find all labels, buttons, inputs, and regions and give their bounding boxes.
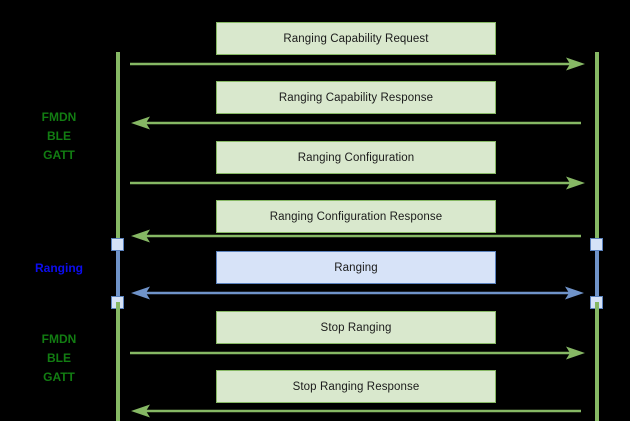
phase-label-fmdn-ble-gatt-bottom: FMDN BLE GATT xyxy=(14,330,104,387)
message-box: Ranging Capability Response xyxy=(216,81,496,114)
message-label: Ranging Configuration Response xyxy=(269,210,443,223)
phase-label-line-3: GATT xyxy=(43,370,75,384)
phase-label-fmdn-ble-gatt-top: FMDN BLE GATT xyxy=(14,108,104,165)
lifeline-left-activation xyxy=(116,244,120,302)
message-label: Ranging Capability Response xyxy=(278,91,434,104)
message-arrow-right xyxy=(130,56,585,72)
activation-node-right-start xyxy=(590,238,603,251)
message-box-ranging: Ranging xyxy=(216,251,496,284)
message-label: Ranging Capability Request xyxy=(283,32,429,45)
message-label: Stop Ranging xyxy=(320,321,392,334)
lifeline-right-lower xyxy=(595,302,599,421)
phase-label-ranging-text: Ranging xyxy=(35,261,83,275)
message-arrow-left xyxy=(131,115,581,131)
message-arrow-bidirectional xyxy=(131,285,584,301)
lifeline-right-upper xyxy=(595,52,599,244)
message-box: Ranging Configuration xyxy=(216,141,496,174)
message-box: Stop Ranging xyxy=(216,311,496,344)
message-label: Stop Ranging Response xyxy=(292,380,420,393)
activation-node-left-start xyxy=(111,238,124,251)
message-label: Ranging xyxy=(334,261,378,274)
message-arrow-left xyxy=(131,403,581,419)
phase-label-line-2: BLE xyxy=(47,129,71,143)
message-box: Ranging Configuration Response xyxy=(216,200,496,233)
phase-label-line-1: FMDN xyxy=(41,332,77,346)
message-label: Ranging Configuration xyxy=(297,151,415,164)
message-arrow-right xyxy=(130,345,585,361)
phase-label-line-1: FMDN xyxy=(41,110,77,124)
message-box: Ranging Capability Request xyxy=(216,22,496,55)
phase-label-line-2: BLE xyxy=(47,351,71,365)
message-box: Stop Ranging Response xyxy=(216,370,496,403)
lifeline-right-activation xyxy=(595,244,599,302)
lifeline-left-lower xyxy=(116,302,120,421)
phase-label-ranging: Ranging xyxy=(14,259,104,278)
message-arrow-left xyxy=(131,228,581,244)
phase-label-line-3: GATT xyxy=(43,148,75,162)
lifeline-left-upper xyxy=(116,52,120,244)
message-arrow-right xyxy=(130,175,585,191)
